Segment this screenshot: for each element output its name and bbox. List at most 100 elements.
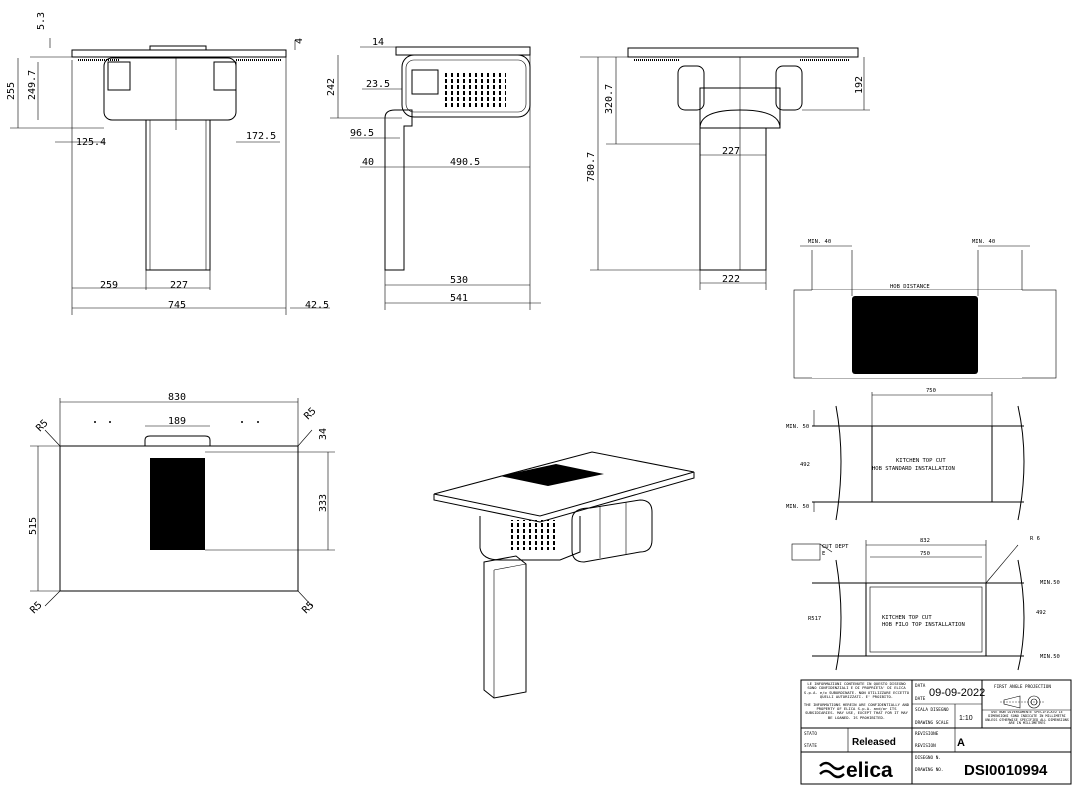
- dim-r5-br: R5: [300, 600, 316, 616]
- standard-cut-section: 750 MIN. 50 492 MIN. 50 KITCHEN TOP CUT …: [786, 388, 1025, 521]
- min-40-left: MIN. 40: [808, 239, 831, 245]
- state-value: Released: [852, 737, 896, 748]
- scale-value: 1:10: [959, 715, 973, 722]
- dim-34: 34: [318, 428, 329, 440]
- dim-745: 745: [168, 300, 186, 311]
- hob-distance-label: HOB DISTANCE: [890, 284, 930, 290]
- revision-label: REVISION: [915, 743, 936, 749]
- revisione-label: REVISIONE: [915, 731, 939, 737]
- notice-italian: LE INFORMAZIONI CONTENUTE IN QUESTO DISE…: [803, 682, 910, 700]
- top-view: 830 189 34 333 515 R5 R5 R5 R5: [28, 392, 335, 616]
- filo-750: 750: [920, 551, 930, 557]
- filo-min-50-top: MIN.50: [1040, 580, 1060, 586]
- projection-label: FIRST ANGLE PROJECTION: [994, 684, 1051, 690]
- dim-172-5: 172.5: [246, 131, 276, 142]
- side-duct: [384, 109, 413, 271]
- side-hob-top: [395, 46, 531, 56]
- first-angle-projection-icon: [1000, 695, 1044, 709]
- brand-name: elica: [846, 759, 893, 782]
- dim-515: 515: [28, 517, 39, 535]
- front-dimensions: 5.3 255 249.7 125.4 172.5 259 227 745 42…: [6, 12, 329, 311]
- isometric-view: [433, 451, 695, 699]
- date-label: DATE: [915, 696, 926, 702]
- dim-23-5: 23.5: [366, 79, 390, 90]
- min-40-right: MIN. 40: [972, 239, 995, 245]
- front-view: 5.3 255 249.7 125.4 172.5 259 227 745 42…: [6, 12, 330, 315]
- filo-cut-letter: E: [822, 551, 825, 557]
- filo-cut-section: 832 750 CUT DEPT E R 6 R517 492 MIN.50 M…: [791, 536, 1060, 671]
- standard-line2: HOB STANDARD INSTALLATION: [872, 466, 955, 472]
- dim-r5-bl: R5: [28, 600, 44, 616]
- revision-value: A: [957, 737, 965, 749]
- dim-192: 192: [854, 76, 865, 94]
- data-label: DATA: [915, 683, 926, 689]
- dim-14: 14: [372, 37, 384, 48]
- disegno-label: DISEGNO N.: [915, 755, 941, 761]
- dim-320-7: 320.7: [604, 84, 615, 114]
- dim-490-5: 490.5: [450, 157, 480, 168]
- dim-780-7: 780.7: [586, 152, 597, 182]
- drawing-number: DSI0010994: [964, 762, 1048, 779]
- scala-label: SCALA DISEGNO: [915, 707, 949, 713]
- iso-hob-top: [433, 451, 695, 517]
- dim-96-5: 96.5: [350, 128, 374, 139]
- top-vent-grid: [150, 458, 205, 550]
- front-motor-body: [103, 57, 237, 121]
- dim-530: 530: [450, 275, 468, 286]
- dim-830: 830: [168, 392, 186, 403]
- top-hob-outline: [59, 445, 299, 592]
- front-duct: [145, 119, 211, 271]
- filo-r517: R517: [808, 616, 821, 622]
- scale-label: DRAWING SCALE: [915, 720, 949, 726]
- dim-40: 40: [362, 157, 374, 168]
- dim-541: 541: [450, 293, 468, 304]
- dim-125-4: 125.4: [76, 137, 106, 148]
- hob-block: [852, 296, 978, 374]
- rear-hob-top: [627, 47, 859, 58]
- iso-duct: [483, 555, 527, 699]
- filo-min-50-bottom: MIN.50: [1040, 654, 1060, 660]
- dim-r5-tr: R5: [302, 406, 318, 422]
- dim-227-rear: 227: [722, 146, 740, 157]
- elica-logo: elica: [819, 759, 893, 782]
- rear-duct: [699, 127, 767, 271]
- date-value: 09-09-2022: [929, 687, 985, 699]
- stato-label: STATO: [804, 731, 817, 737]
- dim-333: 333: [318, 494, 329, 512]
- drawing-no-label: DRAWING NO.: [915, 767, 943, 773]
- filo-832: 832: [920, 538, 930, 544]
- dim-227: 227: [170, 280, 188, 291]
- filo-line2: HOB FILO TOP INSTALLATION: [882, 622, 965, 628]
- rear-dimensions: 192 320.7 780.7 227 222: [586, 76, 865, 285]
- dim-42-5: 42.5: [305, 300, 329, 311]
- filo-cut-label: CUT DEPT: [822, 544, 849, 550]
- state-label: STATE: [804, 743, 817, 749]
- standard-min-50-top: MIN. 50: [786, 424, 809, 430]
- dim-222: 222: [722, 274, 740, 285]
- filo-line1: KITCHEN TOP CUT: [882, 615, 932, 621]
- standard-min-50-bottom: MIN. 50: [786, 504, 809, 510]
- hob-distance-section: MIN. 40 MIN. 40 HOB DISTANCE: [793, 239, 1057, 379]
- units-italian: OVE NON DIVERSAMENTE SPECIFICATO LE DIME…: [988, 711, 1066, 718]
- rear-view: 192 320.7 780.7 227 222: [580, 47, 870, 290]
- dim-189: 189: [168, 416, 186, 427]
- standard-750: 750: [926, 388, 936, 394]
- dim-5-3: 5.3: [36, 12, 47, 30]
- dim-242: 242: [326, 78, 337, 96]
- dim-4: 4: [294, 38, 305, 44]
- side-view: 14 242 23.5 96.5 40 490.5 530 541: [326, 37, 541, 310]
- side-dimensions: 14 242 23.5 96.5 40 490.5 530 541: [326, 37, 480, 304]
- filo-cut-rect: [869, 586, 983, 653]
- title-block: LE INFORMAZIONI CONTENUTE IN QUESTO DISE…: [800, 679, 1072, 785]
- dim-255: 255: [6, 82, 17, 100]
- filo-492: 492: [1036, 610, 1046, 616]
- notice-english: THE INFORMATIONS HEREIN ARE CONFIDENTIAL…: [803, 701, 910, 720]
- standard-line1: KITCHEN TOP CUT: [896, 458, 946, 464]
- standard-cut-rect: [871, 425, 993, 503]
- units-english: UNLESS OTHERWISE SPECIFIED ALL DIMENSION…: [985, 717, 1069, 726]
- front-hob-top: [71, 49, 287, 58]
- filo-r6: R 6: [1030, 536, 1040, 542]
- dim-249-7: 249.7: [27, 70, 38, 100]
